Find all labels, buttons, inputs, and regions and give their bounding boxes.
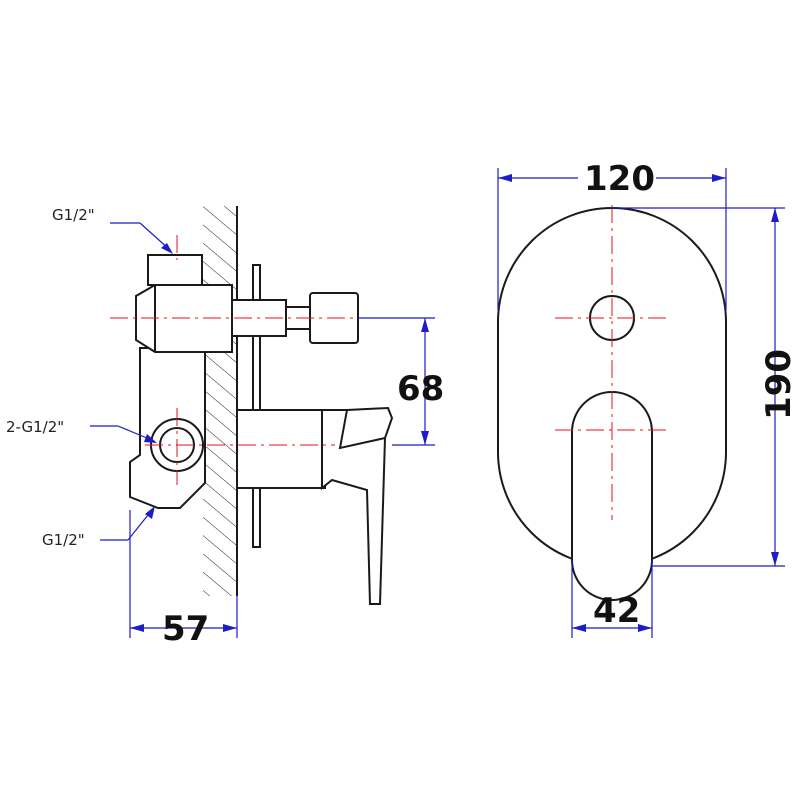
svg-text:G1/2": G1/2" <box>52 206 95 224</box>
wall-section <box>203 206 238 596</box>
width-dimension: 120 <box>497 159 727 310</box>
handle-width-dimension: 42 <box>571 560 653 638</box>
callout-top: G1/2" <box>52 206 173 254</box>
svg-text:2-G1/2": 2-G1/2" <box>6 418 64 436</box>
cover-plate <box>252 264 261 548</box>
side-view: 68 57 G1/2" 2-G1/2" G1/2" <box>6 206 444 649</box>
svg-text:G1/2": G1/2" <box>42 531 85 549</box>
height-dimension: 190 <box>612 207 799 567</box>
top-inlet <box>147 254 203 286</box>
cartridge-housing <box>236 409 326 489</box>
spacing-label: 68 <box>397 369 444 409</box>
front-view: 120 190 42 <box>497 159 799 638</box>
depth-label: 57 <box>162 609 209 649</box>
handle-width-label: 42 <box>593 591 640 631</box>
height-label: 190 <box>759 349 799 420</box>
width-label: 120 <box>584 159 655 199</box>
callout-mid: 2-G1/2" <box>6 418 157 443</box>
callout-bottom: G1/2" <box>42 506 155 549</box>
depth-dimension: 57 <box>129 510 238 649</box>
lever-handle <box>321 406 394 605</box>
spacing-dimension: 68 <box>358 317 444 446</box>
